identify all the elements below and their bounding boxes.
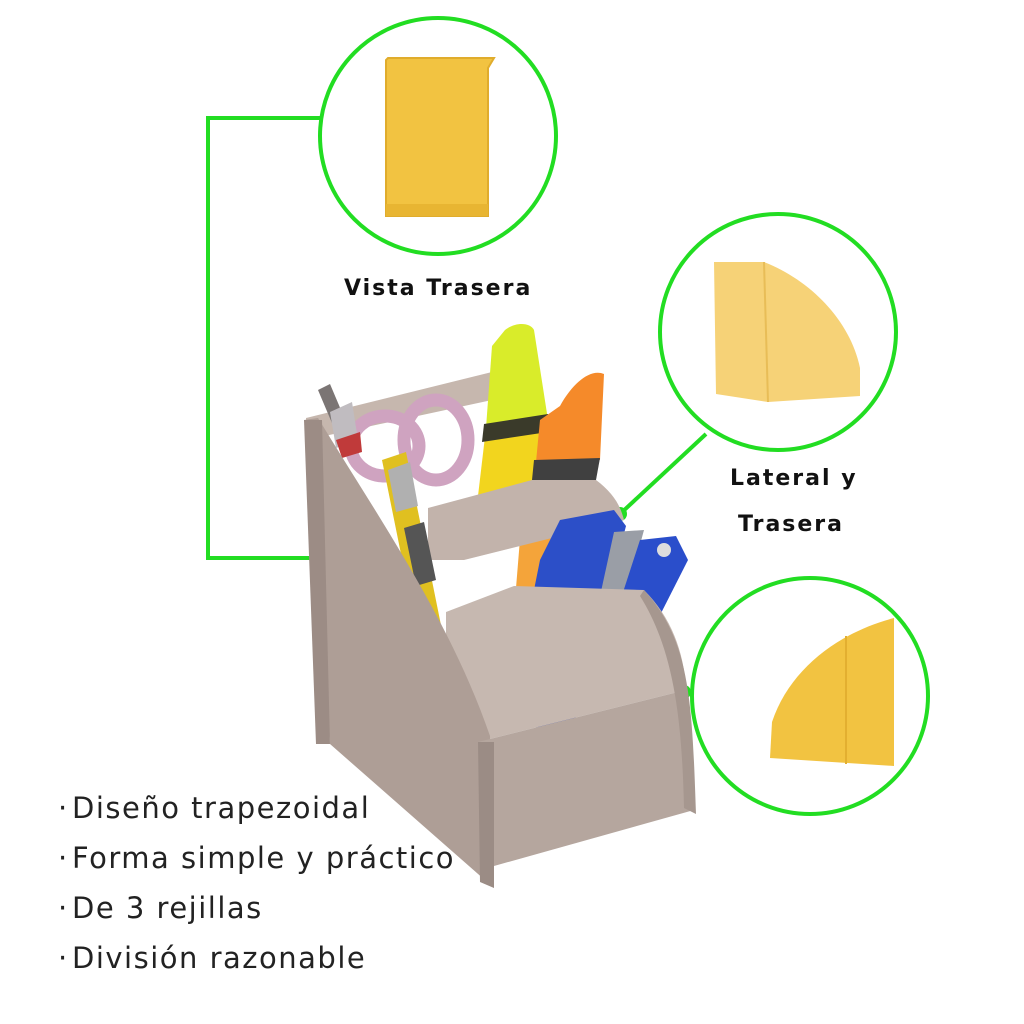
- back-panel-shape: [385, 57, 496, 217]
- feature-item: ·De 3 rejillas: [58, 886, 455, 936]
- feature-text: Forma simple y práctico: [72, 841, 456, 875]
- desk-organizer: [304, 324, 696, 888]
- cutter-item: [382, 452, 444, 648]
- back-view-callout: [318, 16, 558, 256]
- side-back-view-connector: [618, 432, 708, 516]
- pen-item: [318, 384, 362, 458]
- feature-item: ·Forma simple y práctico: [58, 836, 455, 886]
- feature-text: Diseño trapezoidal: [72, 791, 371, 825]
- yellow-highlighter-item: [478, 324, 548, 496]
- side-panel-shape: [770, 618, 894, 766]
- feature-list: ·Diseño trapezoidal ·Forma simple y prác…: [58, 786, 455, 986]
- side-view-callout: [690, 576, 930, 816]
- bullet-dot: ·: [58, 841, 69, 875]
- feature-item: ·División razonable: [58, 936, 455, 986]
- bullet-dot: ·: [58, 791, 69, 825]
- feature-text: De 3 rejillas: [72, 891, 263, 925]
- back-view-connector: [206, 116, 320, 560]
- bullet-dot: ·: [58, 891, 69, 925]
- side-back-view-callout: [658, 212, 898, 452]
- feature-item: ·Diseño trapezoidal: [58, 786, 455, 836]
- side-back-view-label-line2: Trasera: [738, 512, 844, 537]
- feature-text: División razonable: [72, 941, 367, 975]
- side-back-panel-shape: [714, 262, 860, 402]
- bullet-dot: ·: [58, 941, 69, 975]
- side-back-view-label-line1: Lateral y: [730, 466, 858, 491]
- back-view-label: Vista Trasera: [344, 276, 533, 301]
